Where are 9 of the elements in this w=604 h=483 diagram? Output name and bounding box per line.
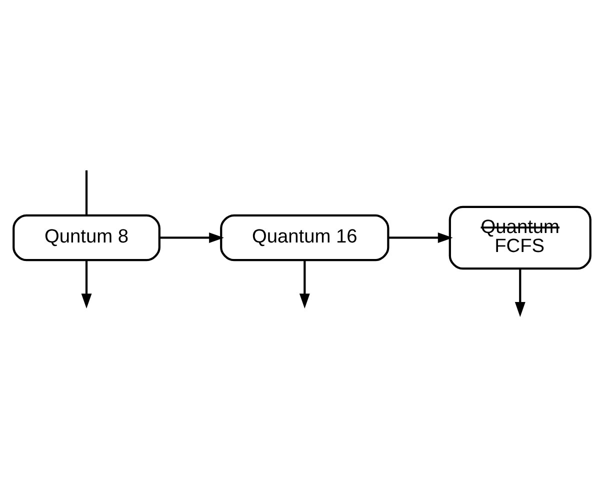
connector: [85, 170, 88, 214]
arrow: [514, 268, 526, 316]
arrow: [388, 232, 453, 242]
node-box: Quantum 16: [220, 214, 390, 261]
arrow: [299, 260, 310, 308]
node-box: Quantum FCFS: [448, 205, 592, 270]
node-box: Quntum 8: [12, 214, 160, 261]
arrow: [160, 232, 224, 242]
arrow: [81, 260, 92, 308]
